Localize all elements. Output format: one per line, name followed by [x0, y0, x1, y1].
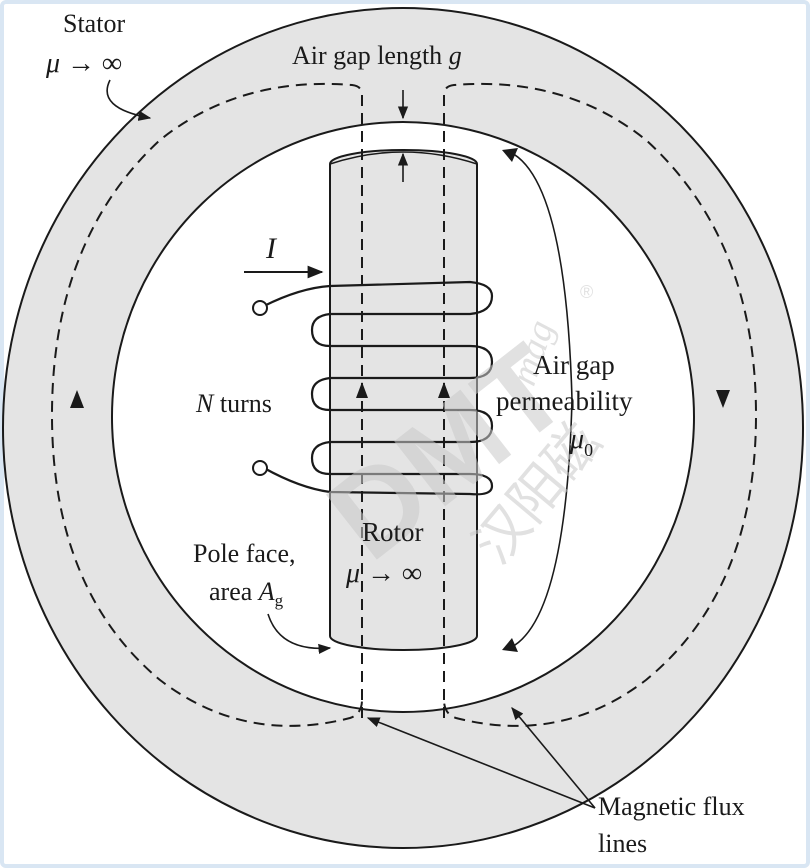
flux-lines-label: lines	[598, 829, 647, 858]
brace-arrow-bottom	[502, 638, 518, 652]
flux-arrow-center-left	[356, 382, 368, 398]
flux-arrow-right	[716, 390, 730, 408]
coil-terminal-top	[252, 300, 268, 316]
mu0-label: μ0	[569, 424, 593, 460]
stator-mu-label: μ → ∞	[45, 48, 122, 79]
pole-face-label: Pole face,	[193, 539, 296, 568]
current-label: I	[265, 232, 278, 265]
flux-leader-1	[366, 717, 596, 809]
stator-label: Stator	[63, 9, 125, 38]
watermark-registered: ®	[580, 282, 593, 302]
coil-winding	[263, 280, 494, 496]
permeability-label: permeability	[496, 386, 633, 416]
rotor-label: Rotor	[362, 517, 424, 547]
stator-ring	[2, 7, 804, 849]
air-gap-label: Air gap	[533, 350, 615, 380]
flux-loop-left	[50, 82, 363, 727]
coil-terminal-bottom	[252, 460, 268, 476]
stator-pointer	[106, 79, 152, 121]
brace-arrow-top	[502, 148, 518, 162]
n-turns-label: N turns	[195, 389, 272, 418]
flux-arrow-center-right	[438, 382, 450, 398]
rotor-mu-label: μ → ∞	[345, 558, 422, 589]
pole-area-label: area Ag	[209, 577, 284, 610]
magnetic-flux-label: Magnetic flux	[598, 792, 745, 821]
rotor-top-edge	[329, 151, 478, 165]
flux-arrow-left	[70, 390, 84, 408]
flux-loop-right	[443, 82, 758, 727]
air-gap-length-label: Air gap length g	[292, 41, 462, 70]
rotor	[329, 149, 478, 651]
air-gap-brace	[509, 151, 573, 649]
pole-face-pointer	[267, 613, 332, 655]
flux-leader-2	[511, 707, 596, 809]
